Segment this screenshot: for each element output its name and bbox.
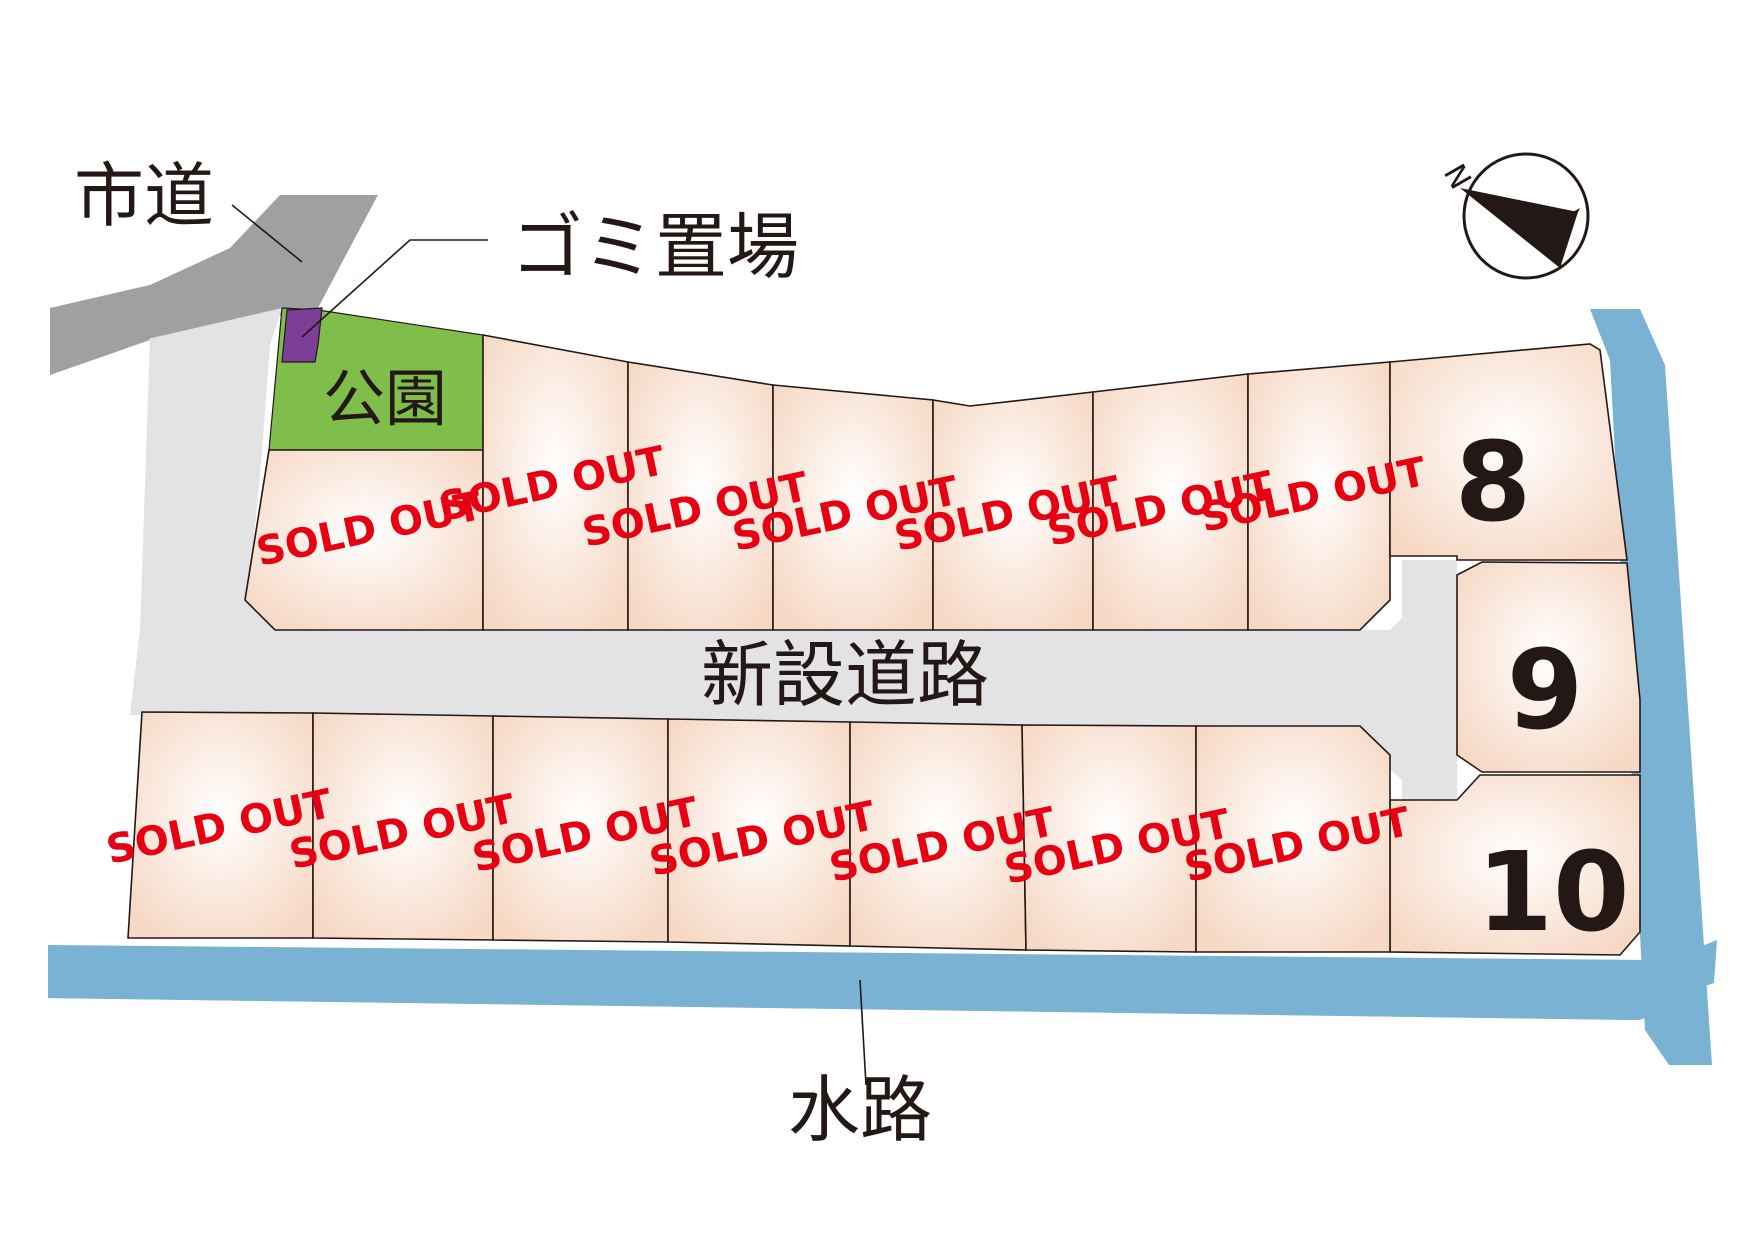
lot-number: 9	[1507, 626, 1584, 754]
waterway-channel-east	[1590, 309, 1712, 1065]
new-road-area	[130, 308, 1457, 800]
waterway-bottom-band	[48, 945, 1660, 1020]
lot-north-1	[244, 449, 484, 631]
lot-8	[1389, 343, 1628, 561]
lot-number: 8	[1455, 418, 1532, 546]
waterway-leader	[859, 979, 867, 1086]
park-label: 公園	[323, 362, 447, 435]
city-road-leader	[231, 204, 303, 263]
garbage-area	[281, 307, 323, 363]
lot-south-7	[1195, 725, 1391, 953]
garbage-leader	[301, 239, 488, 338]
north-lot-row	[244, 334, 1628, 631]
city-road	[50, 195, 378, 375]
lot-9	[1456, 561, 1641, 773]
new-road-label: 新設道路	[701, 633, 989, 717]
waterway-label: 水路	[788, 1068, 932, 1152]
lot-number: 10	[1476, 828, 1629, 956]
north-compass-icon: N	[1436, 152, 1590, 280]
garbage-label: ゴミ置場	[511, 205, 799, 289]
lot-north-7	[1247, 361, 1391, 631]
south-lot-row	[127, 711, 1391, 953]
city-road-label: 市道	[74, 155, 214, 237]
